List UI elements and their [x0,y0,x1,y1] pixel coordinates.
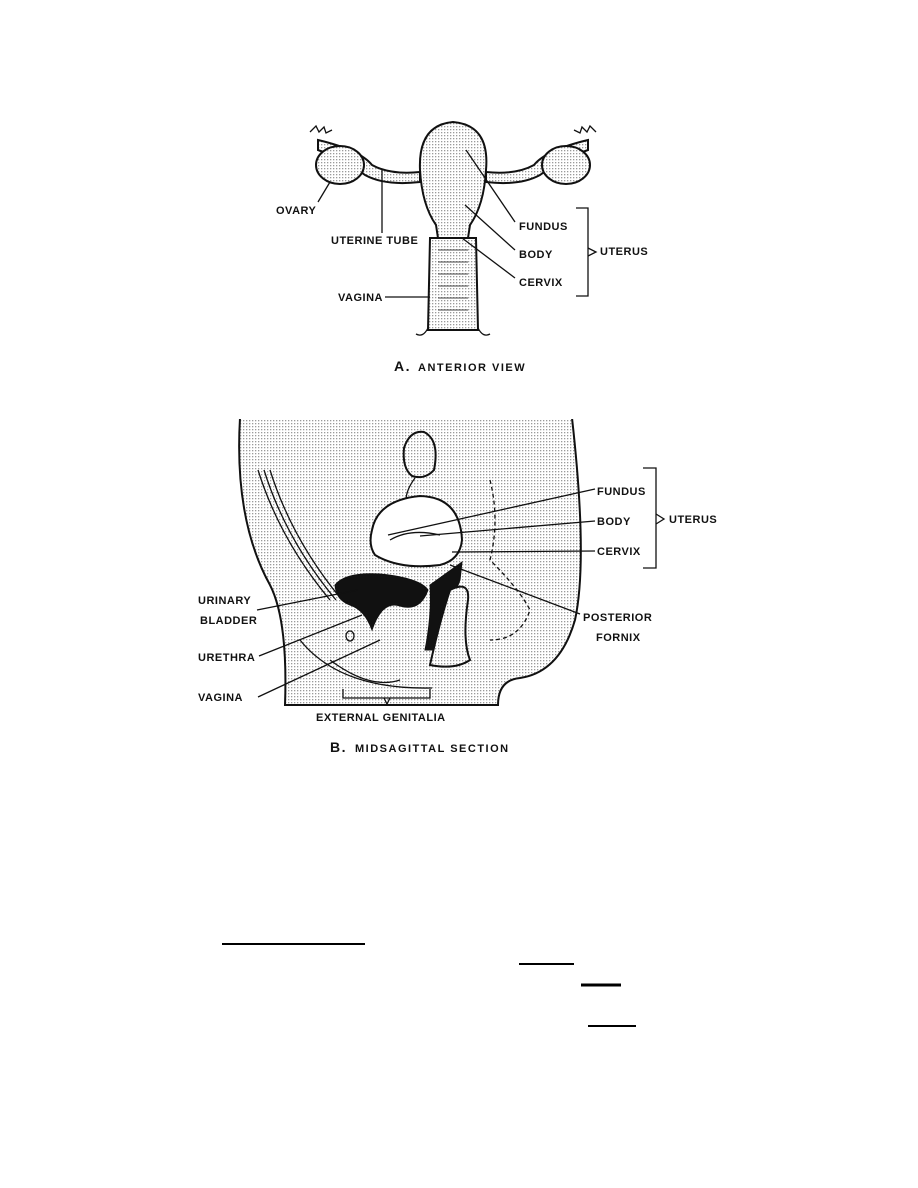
label-bladder: BLADDER [200,615,257,627]
fimbriae-left [309,124,333,134]
vagina-tube [426,237,480,331]
label-body: BODY [519,249,553,261]
label-fornix: FORNIX [596,632,641,644]
fimbriae-right [573,124,597,134]
blank-answer-lines [222,943,636,1027]
label-cervix-b: CERVIX [597,546,641,558]
midsagittal-section-drawing [232,405,666,706]
uterus-bracket-b [643,467,657,569]
label-external-genitalia: EXTERNAL GENITALIA [316,712,446,724]
label-ovary: OVARY [276,205,317,217]
ovary-b [402,430,437,479]
ovary-right [541,145,591,185]
vaginal-rugae [438,249,468,311]
muscle-lines [257,469,343,601]
ovary-left [315,145,365,185]
caption-anterior-view: ANTERIOR VIEW [418,362,526,374]
vagina-outlet-right [477,327,491,336]
anterior-view-drawing [309,120,598,336]
midsagittal-section-labels: FUNDUS BODY CERVIX UTERUS URINARY BLADDE… [198,486,717,755]
bladder-b [334,573,429,632]
rectum-b [428,585,472,668]
label-urinary: URINARY [198,595,251,607]
label-cervix: CERVIX [519,277,563,289]
vagina-outlet-left [415,327,429,336]
uterus-bracket-a [576,207,589,297]
caption-letter-b: B. [330,739,347,755]
uterus-shape [418,120,488,239]
caption-midsagittal-section: MIDSAGITTAL SECTION [355,743,510,755]
pubic-arc [299,639,433,689]
label-fundus: FUNDUS [519,221,568,233]
sacrum-dashed [489,479,531,641]
label-urethra: URETHRA [198,652,255,664]
label-body-b: BODY [597,516,631,528]
label-vagina: VAGINA [338,292,383,304]
anterior-view-labels: OVARY UTERINE TUBE VAGINA FUNDUS BODY CE… [276,205,648,374]
uterus-b [369,494,464,568]
caption-letter-a: A. [394,358,411,374]
label-uterine-tube: UTERINE TUBE [331,235,418,247]
label-uterus: UTERUS [600,246,648,258]
label-uterus-b: UTERUS [669,514,717,526]
external-genitalia-brace [342,689,431,706]
label-posterior: POSTERIOR [583,612,652,624]
label-fundus-b: FUNDUS [597,486,646,498]
label-vagina-b: VAGINA [198,692,243,704]
